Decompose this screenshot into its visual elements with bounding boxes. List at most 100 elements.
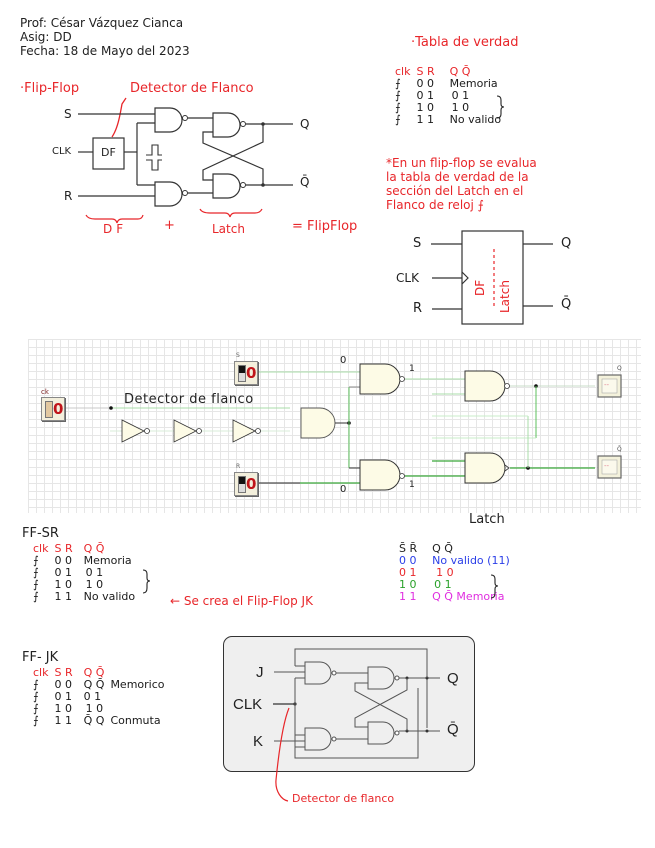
nand-gate	[304, 727, 332, 751]
nand-gate	[154, 107, 183, 133]
s-switch-label: S	[236, 352, 240, 359]
nand-gate	[212, 112, 241, 138]
jk-input-j: J	[256, 664, 264, 681]
header-clk: clk	[395, 65, 411, 78]
clock-triangle-icon	[461, 271, 469, 285]
s-switch-value: 0	[246, 364, 257, 382]
r-switch-value: 0	[246, 475, 257, 493]
inverter-gate	[232, 419, 261, 443]
input-clk: CLK	[52, 146, 72, 157]
input-r: R	[64, 189, 73, 203]
jk-output-q: Q	[447, 670, 459, 687]
clk-switch-label: ck	[41, 388, 49, 396]
sim-bottom-input-value: 0	[340, 484, 347, 495]
sim-q-label: Q	[617, 365, 622, 372]
detector-flanco-label: Detector de Flanco	[130, 81, 254, 96]
block-input-s: S	[413, 236, 422, 251]
sim-qbar-label: Q̄	[617, 446, 622, 453]
sim-top-output-value: 1	[409, 364, 415, 374]
nand-gate	[154, 181, 183, 207]
professor-name: Prof: César Vázquez Cianca	[20, 16, 184, 30]
r-switch[interactable]: 0	[234, 472, 258, 496]
sim-q-display: --	[604, 381, 610, 389]
ffsr-arrow-note: ← Se crea el Flip-Flop JK	[170, 594, 313, 608]
jk-input-clk: CLK	[233, 696, 263, 713]
subject: Asig: DD	[20, 30, 72, 44]
brace-latch	[199, 208, 263, 218]
s-switch[interactable]: 0	[234, 361, 258, 385]
nand-gate	[212, 173, 241, 199]
switch-toggle-icon	[238, 365, 246, 382]
note-line-1: *En un flip-flop se evalua	[386, 156, 537, 170]
sim-top-input-value: 0	[340, 355, 347, 366]
jk-detector-label: Detector de flanco	[292, 792, 395, 805]
brace-latch-label: Latch	[212, 222, 245, 236]
jk-output-qbar: Q̄	[447, 721, 459, 738]
header-sr: S R	[416, 65, 435, 78]
header-q: Q Q̄	[449, 65, 471, 78]
pointer-arrow	[111, 97, 127, 138]
ffjk-title: FF- JK	[22, 650, 59, 665]
output-q: Q	[300, 117, 310, 131]
jk-diagram-panel	[223, 636, 475, 772]
truth-table-title: ·Tabla de verdad	[411, 35, 519, 50]
block-input-clk: CLK	[396, 271, 419, 285]
plus-sign: +	[164, 218, 175, 233]
clk-switch[interactable]: 0	[41, 397, 65, 421]
jk-input-k: K	[253, 733, 264, 750]
flipflop-title: ·Flip-Flop	[20, 81, 80, 96]
nand-gate	[464, 452, 506, 484]
nand-gate	[304, 661, 332, 685]
date: Fecha: 18 de Mayo del 2023	[20, 44, 190, 58]
df-box	[92, 137, 125, 170]
note-line-4: Flanco de reloj ⨍	[386, 198, 484, 212]
block-output-qbar: Q̄	[561, 297, 572, 312]
and-gate	[300, 407, 336, 439]
ffsr-title: FF-SR	[22, 526, 59, 541]
output-display-qbar	[597, 455, 622, 479]
inverter-gate	[173, 419, 202, 443]
sim-qbar-display: --	[604, 462, 610, 470]
sim-latch-label: Latch	[469, 512, 505, 527]
df-box-label: DF	[101, 146, 116, 159]
brace-df	[85, 214, 144, 224]
note-line-2: la tabla de verdad de la	[386, 170, 529, 184]
output-qbar: Q̄	[300, 175, 310, 189]
block-output-q: Q	[561, 236, 572, 251]
switch-toggle-icon	[238, 476, 246, 493]
block-input-r: R	[413, 301, 423, 316]
sim-detector-label: Detector de flanco	[124, 392, 254, 407]
nand-gate	[367, 721, 395, 745]
r-switch-label: R	[236, 463, 241, 470]
brace-df-label: DF	[103, 222, 128, 236]
pointer-arrow	[275, 707, 290, 802]
input-s: S	[64, 107, 72, 121]
switch-toggle-icon	[45, 401, 53, 418]
sim-bottom-output-value: 1	[409, 480, 415, 490]
